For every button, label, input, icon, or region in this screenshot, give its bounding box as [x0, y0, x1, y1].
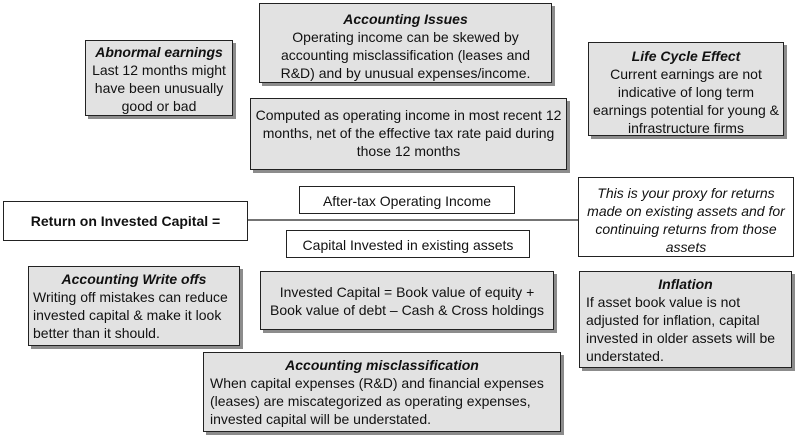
life-cycle-title: Life Cycle Effect — [631, 48, 741, 64]
inflation-body: If asset book value is not adjusted for … — [586, 294, 776, 364]
misclassification-box: Accounting misclassification When capita… — [203, 352, 561, 432]
invested-capital-box: Invested Capital = Book value of equity … — [260, 271, 554, 330]
abnormal-earnings-box: Abnormal earnings Last 12 months might h… — [85, 40, 233, 116]
proxy-note-text: This is your proxy for returns made on e… — [587, 185, 785, 255]
denominator-box: Capital Invested in existing assets — [286, 230, 530, 258]
numerator-box: After-tax Operating Income — [299, 186, 515, 214]
roic-label-box: Return on Invested Capital = — [3, 201, 248, 241]
inflation-box: Inflation If asset book value is not adj… — [579, 271, 792, 368]
write-offs-box: Accounting Write offs Writing off mistak… — [28, 266, 240, 346]
abnormal-earnings-title: Abnormal earnings — [95, 44, 223, 60]
accounting-issues-body: Operating income can be skewed by accoun… — [280, 29, 531, 81]
accounting-issues-box: Accounting Issues Operating income can b… — [259, 3, 552, 83]
abnormal-earnings-body: Last 12 months might have been unusually… — [92, 62, 226, 114]
numerator-text: After-tax Operating Income — [322, 193, 492, 209]
inflation-title: Inflation — [658, 276, 713, 292]
life-cycle-box: Life Cycle Effect Current earnings are n… — [588, 42, 784, 136]
denominator-text: Capital Invested in existing assets — [302, 237, 514, 253]
write-offs-title: Accounting Write offs — [61, 271, 207, 287]
misclassification-title: Accounting misclassification — [285, 357, 479, 373]
misclassification-body: When capital expenses (R&D) and financia… — [210, 375, 544, 427]
computed-note-box: Computed as operating income in most rec… — [250, 98, 567, 170]
computed-note-text: Computed as operating income in most rec… — [255, 107, 562, 159]
roic-label-text: Return on Invested Capital = — [30, 213, 221, 229]
accounting-issues-title: Accounting Issues — [343, 11, 468, 27]
life-cycle-body: Current earnings are not indicative of l… — [593, 66, 780, 136]
write-offs-body: Writing off mistakes can reduce invested… — [33, 289, 228, 341]
proxy-note-box: This is your proxy for returns made on e… — [578, 177, 794, 257]
invested-capital-text: Invested Capital = Book value of equity … — [270, 284, 544, 318]
